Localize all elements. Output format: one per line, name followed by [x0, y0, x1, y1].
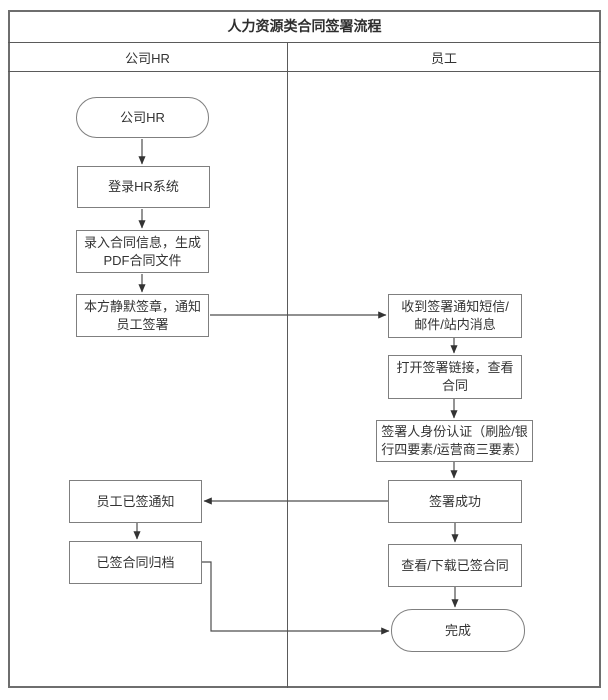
node-company-hr-start: 公司HR — [76, 97, 209, 138]
node-label: 完成 — [444, 622, 471, 638]
node-sign-success: 签署成功 — [388, 480, 522, 523]
node-signer-identity-auth: 签署人身份认证（刷脸/银行四要素/运营商三要素） — [376, 420, 533, 462]
node-view-download-contract: 查看/下载已签合同 — [388, 544, 522, 587]
node-label: 打开签署链接，查看合同 — [396, 360, 514, 393]
node-receive-sign-notice: 收到签署通知短信/邮件/站内消息 — [388, 294, 522, 338]
node-label: 登录HR系统 — [108, 179, 179, 194]
node-employee-signed-notice: 员工已签通知 — [69, 480, 202, 523]
lane-header-company-hr: 公司HR — [8, 43, 287, 72]
diagram-title: 人力资源类合同签署流程 — [8, 10, 601, 43]
node-silent-sign-notify: 本方静默签章，通知员工签署 — [76, 294, 209, 337]
node-label: 签署人身份认证（刷脸/银行四要素/运营商三要素） — [381, 424, 528, 457]
node-label: 员工已签通知 — [96, 493, 175, 509]
node-label: 本方静默签章，通知员工签署 — [83, 298, 201, 332]
node-signed-contract-archive: 已签合同归档 — [69, 541, 202, 584]
node-enter-contract-info: 录入合同信息，生成PDF合同文件 — [76, 230, 209, 273]
lane-divider — [287, 43, 288, 688]
lane-header-employee: 员工 — [287, 43, 601, 72]
node-label: 收到签署通知短信/邮件/站内消息 — [401, 299, 509, 332]
node-label: 已签合同归档 — [96, 554, 175, 570]
node-label: 录入合同信息，生成PDF合同文件 — [83, 234, 201, 268]
node-label: 签署成功 — [428, 493, 481, 509]
node-label: 公司HR — [120, 109, 165, 125]
node-label: 查看/下载已签合同 — [401, 557, 509, 573]
node-finish: 完成 — [391, 609, 525, 652]
node-open-sign-link: 打开签署链接，查看合同 — [388, 355, 522, 399]
node-login-hr-system: 登录HR系统 — [77, 166, 210, 208]
